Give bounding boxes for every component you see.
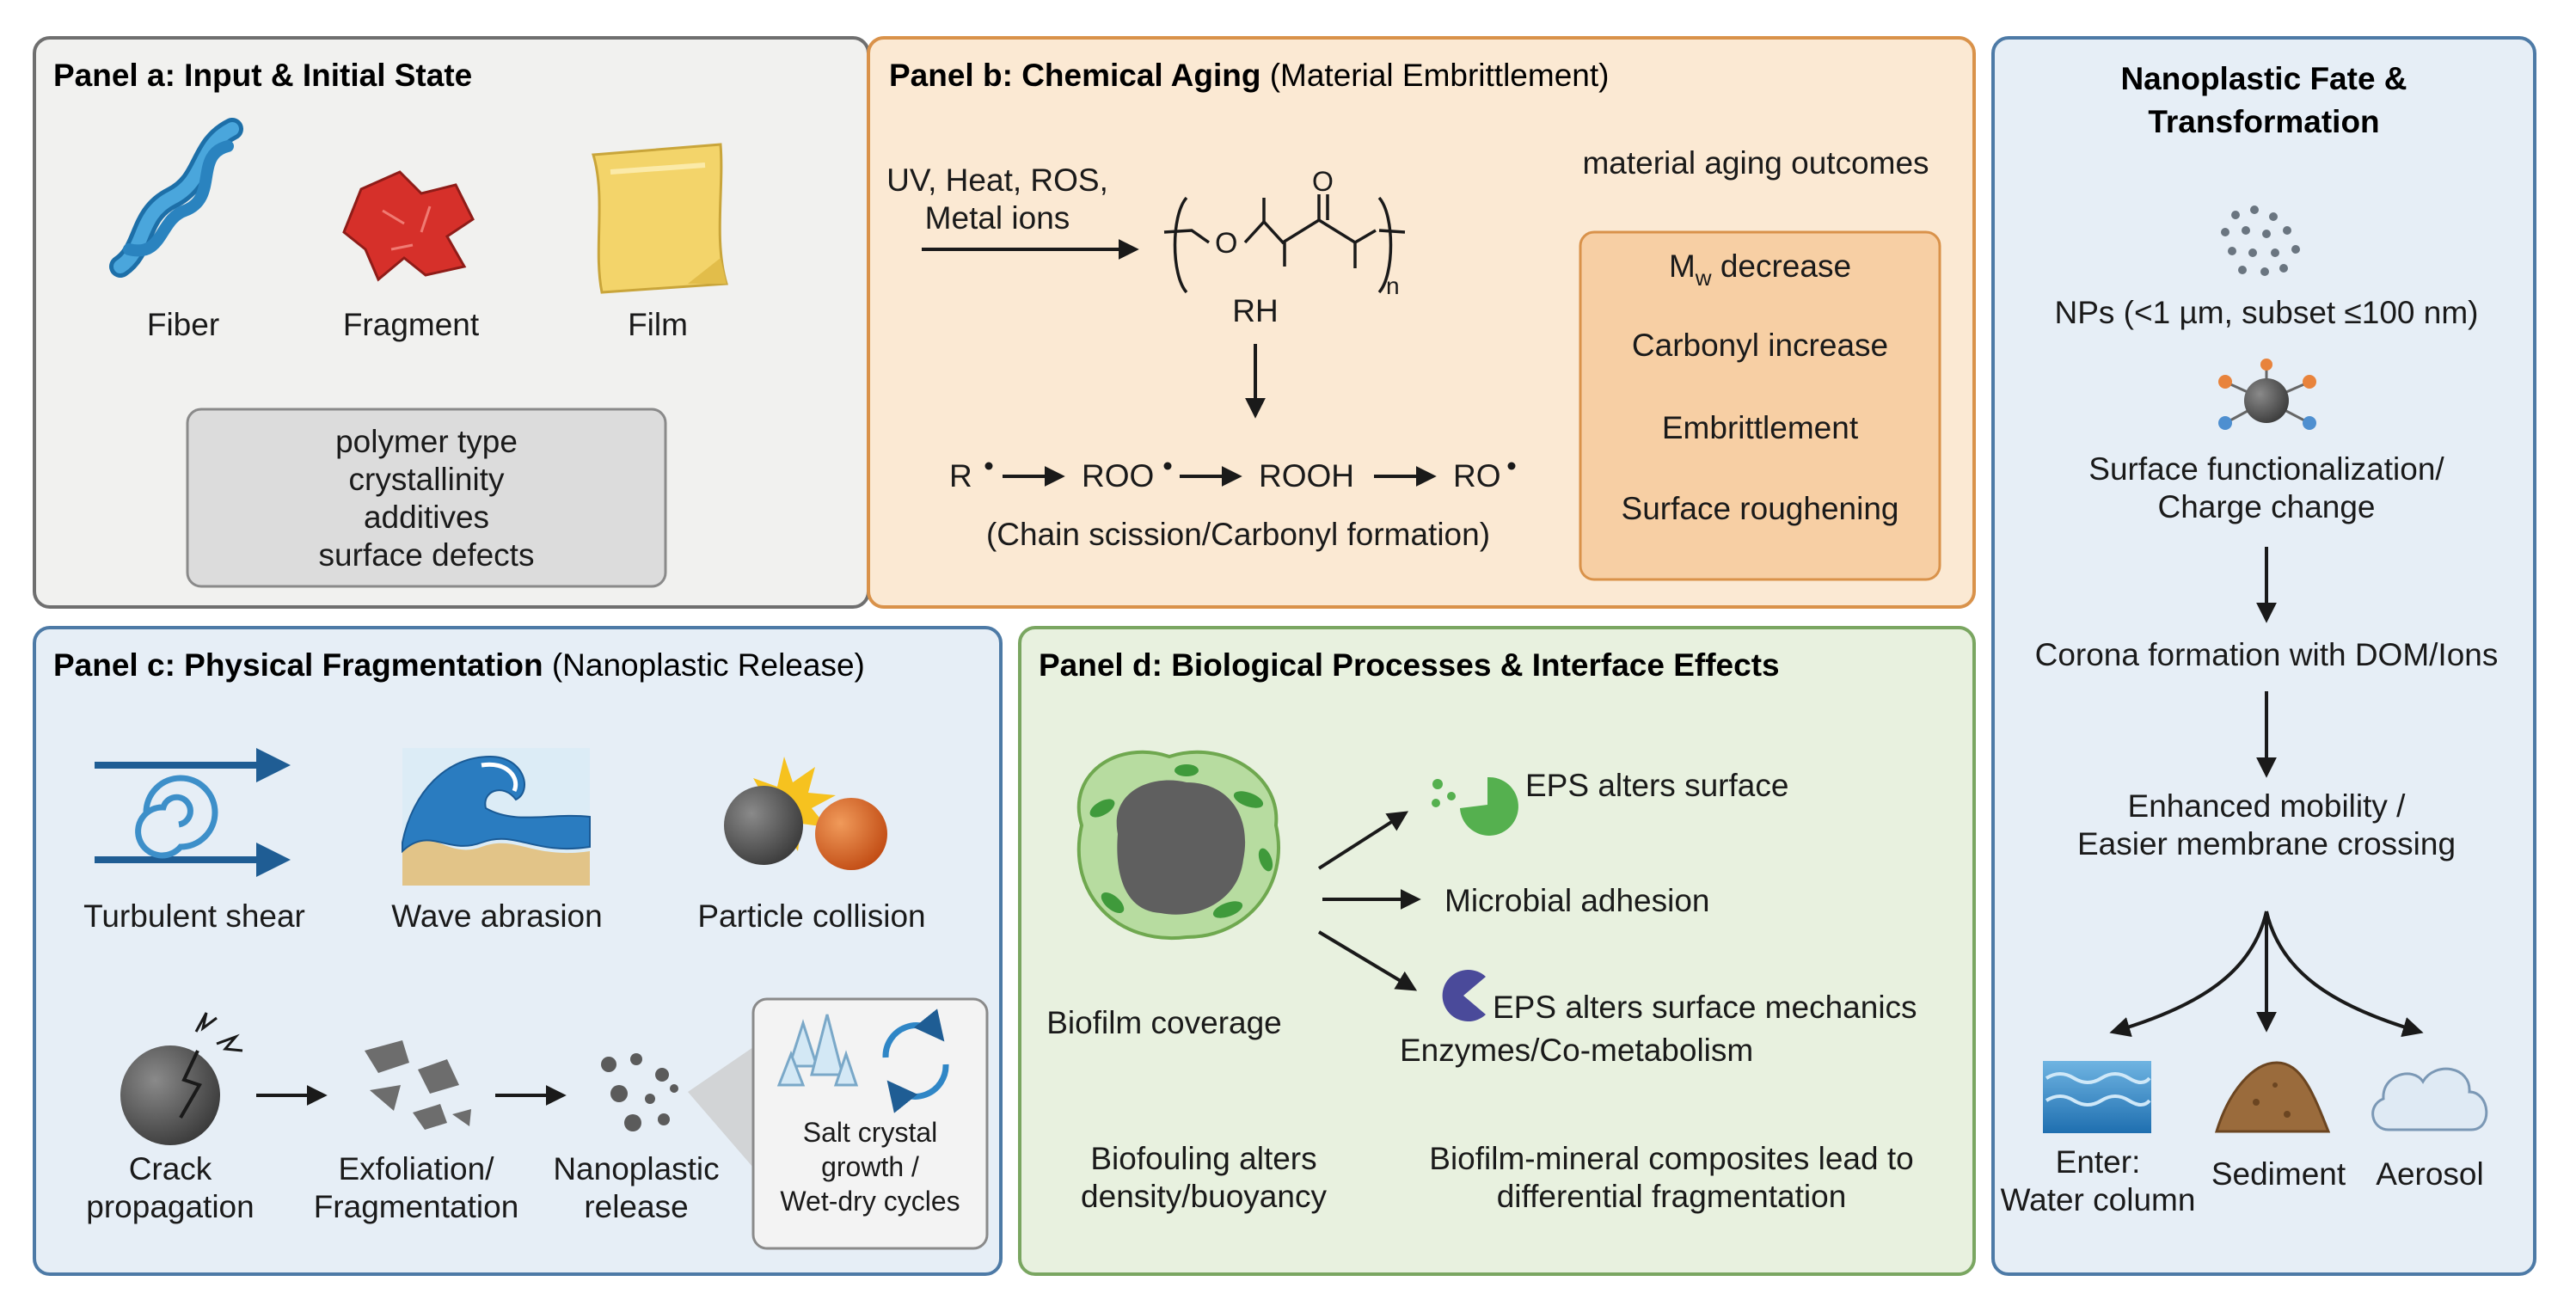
- step-exfoliation-line-1: Exfoliation/: [339, 1151, 495, 1186]
- panel-c-title: Panel c: Physical Fragmentation (Nanopla…: [53, 647, 865, 683]
- sediment-icon: [2214, 1061, 2331, 1133]
- radical-ro-dot: [1507, 462, 1516, 470]
- inset-line-2: growth /: [821, 1151, 919, 1182]
- cycle-icon: [882, 1009, 949, 1113]
- panel-d: Panel d: Biological Processes & Interfac…: [1018, 626, 1976, 1276]
- inset-callout: [688, 1047, 753, 1168]
- mobility-line-2: Easier membrane crossing: [2077, 826, 2456, 861]
- panel-e: Nanoplastic Fate & Transformation NPs (<…: [1991, 36, 2536, 1276]
- outcomes-box: [1579, 230, 1941, 581]
- corona-label: Corona formation with DOM/Ions: [2035, 637, 2499, 672]
- panel-c: Panel c: Physical Fragmentation (Nanopla…: [33, 626, 1003, 1276]
- mobility-line-1: Enhanced mobility /: [2128, 788, 2407, 824]
- effect-enzymes: Enzymes/Co-metabolism: [1400, 1033, 1753, 1068]
- functionalization-line-2: Charge change: [2157, 489, 2375, 524]
- outcome-carbonyl-increase: Carbonyl increase: [1632, 328, 1888, 363]
- step-release-line-2: release: [584, 1189, 688, 1224]
- biofilm-icon: [1076, 750, 1280, 941]
- mechanism-particle-collision: Particle collision: [697, 898, 925, 934]
- property-surface-defects: surface defects: [319, 537, 535, 573]
- panel-d-title: Panel d: Biological Processes & Interfac…: [1039, 647, 1780, 683]
- property-polymer-type: polymer type: [335, 424, 518, 459]
- step-release-line-1: Nanoplastic: [553, 1151, 719, 1186]
- panel-e-title-line-2: Transformation: [2148, 104, 2379, 139]
- polymer-structure: [1163, 194, 1406, 294]
- outcome-embrittlement: Embrittlement: [1662, 410, 1859, 445]
- nanoplastic-dots-icon: [601, 1053, 678, 1131]
- step-exfoliation-line-2: Fragmentation: [314, 1189, 519, 1224]
- salt-crystal-icon: [776, 1014, 859, 1087]
- effect-microbial-adhesion: Microbial adhesion: [1444, 883, 1710, 918]
- film-label: Film: [628, 307, 688, 342]
- inset-line-1: Salt crystal: [803, 1117, 937, 1148]
- film-icon: [592, 143, 728, 294]
- aging-trigger-line-1: UV, Heat, ROS,: [886, 162, 1108, 198]
- property-crystallinity: crystallinity: [349, 462, 505, 497]
- properties-box: [186, 408, 667, 588]
- radical-roo-dot: [1163, 462, 1172, 470]
- fiber-label: Fiber: [147, 307, 219, 342]
- fiber-icon: [109, 118, 243, 278]
- radical-roo: ROO: [1082, 458, 1154, 494]
- aging-trigger-line-2: Metal ions: [925, 200, 1070, 236]
- functionalization-line-1: Surface functionalization/: [2088, 451, 2444, 487]
- wave-abrasion-icon: [402, 748, 591, 886]
- radical-r-dot: [984, 462, 993, 470]
- radical-rooh: ROOH: [1259, 458, 1354, 494]
- fate-branch-left: [2109, 910, 2268, 1038]
- mechanism-turbulent-shear: Turbulent shear: [83, 898, 305, 934]
- exfoliation-icon: [365, 1040, 471, 1130]
- effect-eps-surface: EPS alters surface: [1525, 768, 1788, 803]
- water-column-icon: [2043, 1061, 2151, 1133]
- outcome-mw-decrease: Mw decrease: [1669, 248, 1851, 291]
- panel-d-frame: [1018, 626, 1976, 1276]
- turbulent-shear-icon: [95, 748, 291, 877]
- outcome-surface-roughening: Surface roughening: [1622, 491, 1899, 526]
- effect-eps-mechanics: EPS alters surface mechanics: [1493, 990, 1917, 1025]
- radical-ro: RO: [1453, 458, 1501, 494]
- panel-a-title: Panel a: Input & Initial State: [53, 58, 472, 93]
- step-crack-line-2: propagation: [86, 1189, 254, 1224]
- chain-note: (Chain scission/Carbonyl formation): [986, 517, 1490, 552]
- step-crack-line-1: Crack: [129, 1151, 212, 1186]
- panel-b-title: Panel b: Chemical Aging (Material Embrit…: [889, 58, 1609, 93]
- nps-label: NPs (<1 µm, subset ≤100 nm): [2055, 295, 2479, 330]
- property-additives: additives: [364, 500, 489, 535]
- biofouling-line-1: Biofouling alters: [1090, 1141, 1316, 1176]
- panel-e-frame: [1991, 36, 2536, 1276]
- panel-e-title-line-1: Nanoplastic Fate &: [2120, 61, 2407, 96]
- destination-aerosol: Aerosol: [2376, 1156, 2483, 1192]
- aerosol-icon: [2371, 1067, 2488, 1131]
- effect-arrow-1: [1317, 811, 1409, 870]
- polymer-rh-label: RH: [1232, 293, 1278, 328]
- eps-surface-icon: [1432, 776, 1518, 836]
- functionalized-particle-icon: [2218, 359, 2316, 430]
- fate-branch-right: [2265, 910, 2424, 1038]
- destination-water-line-1: Enter:: [2056, 1144, 2141, 1180]
- destination-sediment: Sediment: [2211, 1156, 2346, 1192]
- destination-water-line-2: Water column: [2001, 1182, 2196, 1217]
- composites-line-1: Biofilm-mineral composites lead to: [1429, 1141, 1913, 1176]
- polymer-oxygen: O: [1215, 227, 1237, 260]
- crack-propagation-icon: [120, 1012, 243, 1145]
- polymer-subscript: n: [1386, 273, 1400, 299]
- particle-collision-icon: [724, 757, 887, 870]
- radical-r: R: [949, 458, 972, 494]
- composites-line-2: differential fragmentation: [1497, 1179, 1847, 1214]
- enzyme-icon: [1442, 970, 1486, 1022]
- polymer-carbonyl-oxygen: O: [1312, 166, 1334, 197]
- outcomes-heading: material aging outcomes: [1582, 145, 1929, 181]
- panel-b: Panel b: Chemical Aging (Material Embrit…: [867, 36, 1976, 609]
- effect-arrow-3: [1317, 930, 1418, 991]
- nanoparticles-icon: [2221, 205, 2300, 276]
- fragment-icon: [342, 170, 475, 282]
- panel-a: Panel a: Input & Initial State Fiber Fra…: [33, 36, 870, 609]
- fragment-label: Fragment: [343, 307, 480, 342]
- biofouling-line-2: density/buoyancy: [1081, 1179, 1327, 1214]
- biofilm-label: Biofilm coverage: [1046, 1005, 1282, 1040]
- mechanism-wave-abrasion: Wave abrasion: [391, 898, 602, 934]
- inset-line-3: Wet-dry cycles: [780, 1186, 960, 1217]
